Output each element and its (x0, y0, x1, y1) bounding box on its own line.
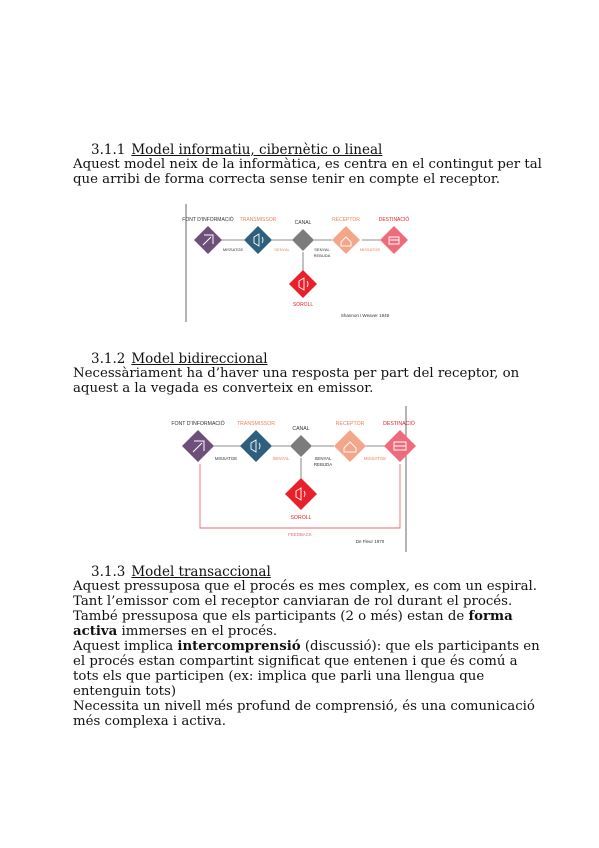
label-signal: SENYAL (272, 456, 290, 461)
pencil-icon (202, 234, 214, 246)
speaker-icon (250, 439, 261, 453)
noise-node (289, 270, 317, 298)
section-number: 3.1.1 (91, 142, 126, 158)
envelope-icon (340, 236, 352, 247)
label-receiver: RECEPTOR (332, 217, 360, 223)
label-receiver: RECEPTOR (336, 421, 365, 427)
text-run: immerses en el procés. (117, 624, 278, 639)
label-destination: DESTINACIÓ (379, 216, 410, 223)
transmitter-node (244, 226, 272, 254)
receiver-node (332, 226, 360, 254)
paragraph-text: Necessàriament ha d’haver una resposta p… (73, 366, 520, 396)
section-heading-3-1-3: 3.1.3 Model transaccional (91, 564, 271, 580)
feedback-loop (199, 464, 401, 529)
channel-node (292, 229, 314, 251)
noise-speaker-icon (298, 277, 309, 291)
receiver-node (334, 430, 366, 462)
text-run: Aquest pressuposa que el procés es mes c… (73, 579, 538, 624)
figure-credit: De Fleur 1970 (356, 539, 385, 544)
paragraph-text: Aquest implica intercomprensió (discussi… (73, 639, 543, 699)
section-paragraph: Aquest model neix de la informàtica, es … (73, 157, 543, 187)
label-channel: CANAL (295, 220, 312, 226)
label-received-signal-2: REBUDA (314, 462, 332, 467)
label-received-signal-1: SENYAL (314, 456, 332, 461)
shannon-weaver-diagram: FONT D'INFORMACIÓ TRANSMISSOR CANAL RECE… (182, 204, 410, 322)
section-number: 3.1.2 (91, 351, 126, 367)
bold-term: intercomprensió (177, 639, 301, 654)
label-noise: SOROLL (293, 302, 314, 308)
source-node (182, 430, 214, 462)
label-message: MISSATGE (223, 247, 244, 252)
label-feedback: FEEDBACK (288, 532, 312, 537)
section-title: Model informatiu, cibernètic o lineal (131, 142, 383, 158)
section-number: 3.1.3 (91, 564, 126, 580)
paragraph-text: Aquest pressuposa que el procés es mes c… (73, 579, 543, 639)
inbox-icon (393, 441, 407, 451)
label-source: FONT D'INFORMACIÓ (171, 420, 224, 427)
label-received-signal-2: REBUDA (314, 253, 331, 258)
channel-node (290, 435, 312, 457)
label-noise: SOROLL (290, 515, 311, 521)
section-paragraph: Necessàriament ha d’haver una resposta p… (73, 366, 543, 396)
section-heading-3-1-1: 3.1.1 Model informatiu, cibernètic o line… (91, 142, 382, 158)
label-message-2: MISSATGE (360, 247, 381, 252)
label-signal: SENYAL (274, 247, 290, 252)
label-transmitter: TRANSMISSOR (240, 217, 277, 223)
bold-term: forma activa (73, 609, 513, 639)
section-title: Model transaccional (131, 564, 271, 580)
speaker-icon (253, 233, 264, 247)
paragraph-text: Necessita un nivell més profund de compr… (73, 699, 535, 729)
inbox-icon (388, 236, 400, 245)
text-run: Aquest implica (73, 639, 178, 654)
flow-arrows (220, 239, 380, 272)
envelope-icon (343, 441, 357, 453)
noise-speaker-icon (295, 487, 306, 501)
label-received-signal-1: SENYAL (314, 247, 330, 252)
de-fleur-diagram: FONT D'INFORMACIÓ TRANSMISSOR CANAL RECE… (171, 406, 416, 552)
label-source: FONT D'INFORMACIÓ (182, 216, 234, 223)
section-paragraph: Aquest pressuposa que el procés es mes c… (73, 579, 543, 729)
label-message-2: MISSATGE (364, 456, 386, 461)
paragraph-text: Aquest model neix de la informàtica, es … (73, 157, 542, 187)
label-message: MISSATGE (215, 456, 237, 461)
pencil-icon (192, 440, 205, 453)
label-channel: CANAL (292, 426, 309, 432)
section-title: Model bidireccional (131, 351, 268, 367)
label-transmitter: TRANSMISSOR (237, 421, 275, 427)
label-destination: DESTINACIÓ (383, 420, 415, 427)
text-run: (discussió): que els participants en el … (73, 639, 540, 699)
section-heading-3-1-2: 3.1.2 Model bidireccional (91, 351, 268, 367)
figure-credit: Shannon i Weaver 1949 (341, 313, 390, 318)
